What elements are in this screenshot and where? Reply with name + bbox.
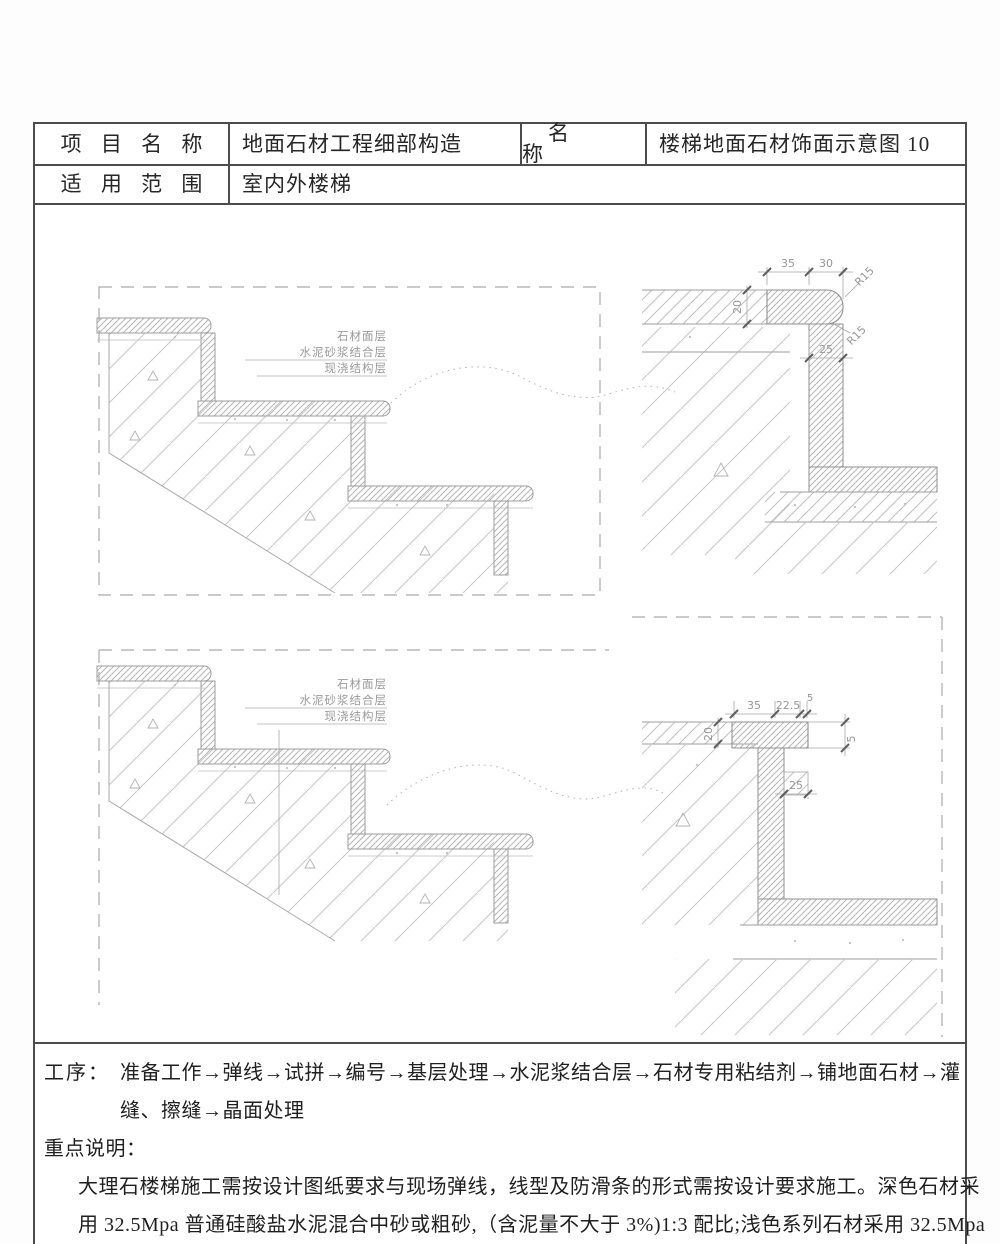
- name-label: 名 称: [522, 123, 647, 165]
- nosing-detail-bottom: 35 22.5 5 20 5 25: [632, 616, 943, 1037]
- dim-bot-groove: 25: [789, 779, 803, 792]
- detail-frame-bottom-right: [632, 616, 943, 1037]
- notes-paragraph-line1: 大理石楼梯施工需按设计图纸要求与现场弹线，线型及防滑条的形式需按设计要求施工。深…: [78, 1176, 980, 1198]
- notes-area: 工序： 准备工作→弹线→试拼→编号→基层处理→水泥浆结合层→石材专用粘结剂→铺地…: [35, 1044, 986, 1244]
- scope-label: 适 用 范 围: [35, 166, 230, 203]
- process-steps-line2: 缝、擦缝→晶面处理: [120, 1100, 305, 1122]
- dim-top-width1: 35: [781, 257, 795, 270]
- dim-top-radius2: R15: [844, 323, 868, 347]
- process-steps-line1: 准备工作→弹线→试拼→编号→基层处理→水泥浆结合层→石材专用粘结剂→铺地面石材→…: [120, 1062, 961, 1084]
- project-name-label: 项 目 名 称: [35, 124, 230, 164]
- dim-bot-width1: 35: [747, 699, 761, 712]
- dim-top-thickness: 20: [731, 300, 744, 314]
- layer-label-stone-2: 石材面层: [337, 677, 387, 691]
- dim-top-riser: 25: [819, 343, 833, 356]
- scope-value: 室内外楼梯: [242, 172, 352, 196]
- leader-curve-bottom: [386, 764, 664, 806]
- layer-label-stone: 石材面层: [337, 329, 387, 343]
- header-row-1: 项 目 名 称 地面石材工程细部构造 名 称 楼梯地面石材饰面示意图 10: [35, 123, 965, 166]
- process-label: 工序：: [44, 1062, 110, 1084]
- leader-curve-top: [390, 366, 676, 404]
- notes-title: 重点说明：: [44, 1138, 147, 1160]
- dim-top-radius1: R15: [852, 264, 876, 288]
- drawing-area: 石材面层 水泥砂浆结合层 现浇结构层: [35, 205, 965, 1044]
- dim-bot-width2: 22.5: [776, 699, 801, 712]
- layer-label-structure-2: 现浇结构层: [325, 709, 388, 723]
- dim-bot-thickness: 20: [702, 727, 715, 741]
- nosing-detail-top: 35 30 20 R15 R15 25: [642, 257, 938, 574]
- stair-detail-drawing: 石材面层 水泥砂浆结合层 现浇结构层: [96, 257, 943, 1037]
- layer-label-mortar-2: 水泥砂浆结合层: [300, 693, 388, 707]
- detail-frame-bottom-left: [98, 649, 609, 1005]
- notes-paragraph-line2: 用 32.5Mpa 普通硅酸盐水泥混合中砂或粗砂,（含泥量不大于 3%)1:3 …: [78, 1214, 986, 1236]
- header-row-2: 适 用 范 围 室内外楼梯: [35, 166, 965, 205]
- name-value: 楼梯地面石材饰面示意图 10: [659, 131, 931, 156]
- layer-label-structure: 现浇结构层: [325, 361, 388, 375]
- spec-sheet: 项 目 名 称 地面石材工程细部构造 名 称 楼梯地面石材饰面示意图 10 适 …: [33, 122, 986, 1244]
- stair-section-bottom: 石材面层 水泥砂浆结合层 现浇结构层: [96, 649, 664, 1005]
- detail-frame-top: [98, 286, 601, 596]
- dim-bot-drop: 5: [845, 736, 858, 743]
- project-name-value: 地面石材工程细部构造: [230, 124, 522, 164]
- dim-top-width2: 30: [819, 257, 833, 270]
- process-row: 工序： 准备工作→弹线→试拼→编号→基层处理→水泥浆结合层→石材专用粘结剂→铺地…: [44, 1054, 960, 1092]
- dim-bot-width3: 5: [807, 693, 813, 704]
- layer-label-mortar: 水泥砂浆结合层: [300, 345, 388, 359]
- stair-section-top: 石材面层 水泥砂浆结合层 现浇结构层: [96, 286, 676, 596]
